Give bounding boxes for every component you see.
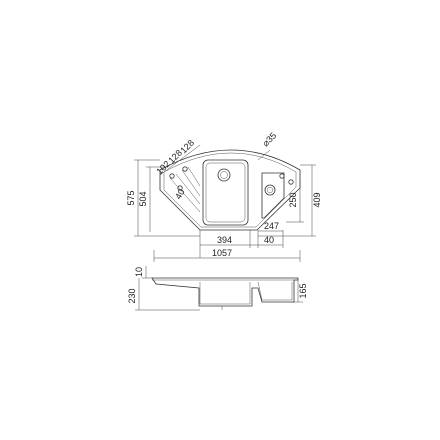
sink-inner-rim <box>163 152 297 228</box>
tap-hole <box>279 173 285 179</box>
tap-hole <box>288 179 294 185</box>
tap-hole <box>169 173 175 179</box>
drainer-groove <box>187 166 201 187</box>
dim-504-label: 504 <box>138 191 148 206</box>
dimension-247: 247 <box>258 221 283 232</box>
dim-247-label: 247 <box>264 221 279 231</box>
small-drain-inner <box>266 186 274 194</box>
dim-394-label: 394 <box>217 235 232 245</box>
dim-10-label: 10 <box>134 267 144 277</box>
dimension-230: 230 <box>127 278 200 311</box>
dimension-250: 250 <box>286 178 304 223</box>
dimension-165: 165 <box>292 280 308 303</box>
dimension-575: 575 <box>126 159 200 237</box>
section-view: 10 230 165 <box>127 266 308 311</box>
dimension-1057: 1057 <box>153 248 301 262</box>
dim-250-label: 250 <box>288 192 298 207</box>
dim-1057-label: 1057 <box>212 248 232 258</box>
main-bowl <box>202 159 249 226</box>
small-bowl <box>261 172 285 219</box>
section-main-bowl <box>199 282 251 305</box>
tap-hole <box>177 185 183 191</box>
dimension-10: 10 <box>134 266 152 279</box>
dimension-394-40: 394 40 <box>199 230 284 258</box>
section-small-bowl <box>257 281 293 301</box>
dim-575-label: 575 <box>126 190 136 205</box>
drainer-groove <box>175 173 201 205</box>
small-drain <box>264 184 276 196</box>
dimension-504: 504 <box>138 166 168 232</box>
dimension-409: 409 <box>258 164 322 237</box>
dim-230-label: 230 <box>127 288 137 303</box>
drainer-groove <box>181 169 201 197</box>
sink-outline <box>159 149 301 231</box>
dim-165-label: 165 <box>298 283 308 298</box>
dim-diam35-label: ⌀35 <box>260 130 278 148</box>
main-bowl-inner <box>205 162 246 223</box>
main-drain-inner <box>220 171 228 179</box>
drainer-groove <box>169 177 201 213</box>
dimension-angled-group: 102 128 128 <box>154 138 201 176</box>
dim-40-angle-label: 40 <box>173 187 187 201</box>
dim-409-label: 409 <box>312 192 322 207</box>
dim-40-label: 40 <box>264 235 274 245</box>
section-outline <box>151 277 299 307</box>
plan-view: 575 504 102 128 128 ⌀35 40 250 <box>126 130 322 262</box>
main-drain <box>217 168 231 182</box>
tap-hole <box>182 166 188 172</box>
